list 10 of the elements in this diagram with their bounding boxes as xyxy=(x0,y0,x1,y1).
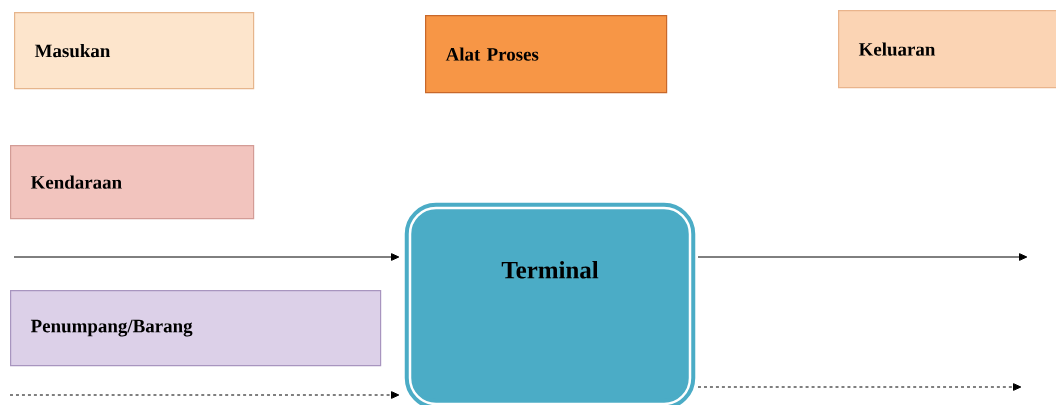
terminal-box: Terminal xyxy=(404,202,696,405)
header-box: Masukan xyxy=(14,12,255,90)
header-box: Alat Proses xyxy=(425,15,668,94)
input-box: Penumpang/Barang xyxy=(10,290,382,367)
input-box: Kendaraan xyxy=(10,145,255,220)
header-box: Keluaran xyxy=(838,10,1056,89)
arrow xyxy=(9,391,400,399)
arrow xyxy=(13,253,400,261)
arrow xyxy=(697,383,1022,391)
arrow xyxy=(697,253,1028,261)
